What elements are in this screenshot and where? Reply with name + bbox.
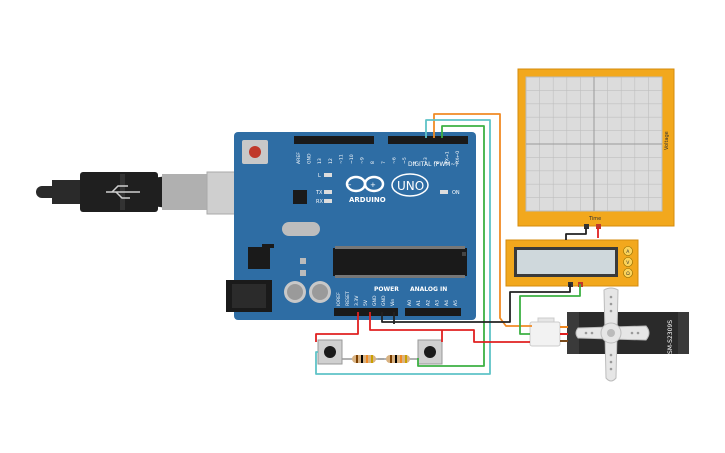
svg-text:Ω: Ω xyxy=(626,271,630,277)
servo-connector[interactable] xyxy=(529,321,561,347)
pin-label: TX→1 xyxy=(444,151,450,165)
pin-label: RESET xyxy=(345,291,351,306)
pin-label: 2 xyxy=(434,161,440,164)
scope-terminal[interactable] xyxy=(596,224,601,229)
usb-icon xyxy=(106,185,140,199)
pin-label: RX←0 xyxy=(455,151,461,164)
pin-label: A0 xyxy=(407,300,413,306)
pin-label: 8 xyxy=(370,161,376,164)
svg-text:V: V xyxy=(626,260,630,266)
power-label: POWER xyxy=(374,286,399,293)
wire-red[interactable] xyxy=(315,312,359,342)
pin-label: A2 xyxy=(425,300,431,306)
digital-label: DIGITAL (PWM~) xyxy=(408,161,458,168)
resistor-1[interactable] xyxy=(342,355,384,363)
wire-black[interactable] xyxy=(565,228,587,240)
pin-label: A5 xyxy=(453,300,459,306)
svg-text:A: A xyxy=(626,249,630,255)
mode-knob[interactable] xyxy=(623,257,633,267)
analog-header[interactable] xyxy=(405,308,461,316)
wire-green[interactable] xyxy=(519,284,581,335)
pin-label: AREF xyxy=(296,152,302,164)
pin-label: ~11 xyxy=(338,154,344,164)
pin-label: ~10 xyxy=(349,154,355,164)
wire-green[interactable] xyxy=(417,125,485,367)
pin-label: ~9 xyxy=(360,157,366,164)
analog-label: ANALOG IN xyxy=(410,286,447,293)
led-l-label: L xyxy=(318,173,321,179)
pin-label: 12 xyxy=(328,158,334,164)
resistor-2[interactable] xyxy=(378,355,418,363)
wire-black[interactable] xyxy=(381,284,571,323)
usb-chip xyxy=(293,190,307,204)
led-tx-label: TX xyxy=(315,190,323,196)
scope-x-label: Time xyxy=(588,216,601,222)
pin-label: ~5 xyxy=(402,157,408,164)
pin-label: 13 xyxy=(317,158,323,164)
crystal xyxy=(282,222,320,236)
pin-label: A4 xyxy=(444,300,450,306)
model-label: UNO xyxy=(397,179,424,193)
pin-label: 5V xyxy=(363,299,369,306)
pin-label: A1 xyxy=(416,300,422,306)
pin-label: 7 xyxy=(381,161,387,164)
microcontroller xyxy=(333,248,467,276)
pin-label: 4 xyxy=(413,161,419,164)
pin-label: ~3 xyxy=(423,157,429,164)
digital-header-left[interactable] xyxy=(294,136,374,144)
svg-text:+: + xyxy=(370,181,376,189)
wire-teal[interactable] xyxy=(315,119,491,375)
mode-knob[interactable] xyxy=(623,268,633,278)
pin-label: 3.3V xyxy=(354,295,360,306)
power-header[interactable] xyxy=(334,308,398,316)
scope-terminal[interactable] xyxy=(584,224,589,229)
brand-label: ARDUINO xyxy=(349,196,386,204)
voltage-regulator xyxy=(248,247,270,269)
servo-model-label: SM-S2309S xyxy=(667,320,674,354)
wire-orange[interactable] xyxy=(433,113,532,327)
wire-red[interactable] xyxy=(369,312,530,343)
arduino-logo-icon xyxy=(345,175,385,193)
pin-label: GND xyxy=(381,295,387,306)
digital-header-right[interactable] xyxy=(388,136,468,144)
oscilloscope[interactable]: Time Voltage xyxy=(517,68,675,229)
pin-label: GND xyxy=(307,153,313,164)
scope-y-label: Voltage xyxy=(664,131,670,150)
pin-label: ~6 xyxy=(391,157,397,164)
pin-label: Vin xyxy=(390,299,396,306)
mode-knob[interactable] xyxy=(623,246,633,256)
push-button-2[interactable] xyxy=(417,339,443,365)
arduino-board[interactable]: AREF GND 13 12 ~11 ~10 ~9 8 7 ~6 ~5 4 ~3 2 TX→1 RX←0 DI… xyxy=(226,132,476,320)
push-button-1[interactable] xyxy=(317,339,343,365)
pin-label: IOREF xyxy=(336,292,342,306)
led-rx-label: RX xyxy=(316,199,323,205)
pin-label: A3 xyxy=(435,300,441,306)
svg-text:−: − xyxy=(346,181,352,189)
on-label: ON xyxy=(452,190,460,196)
servo-motor[interactable]: SM-S2309S xyxy=(529,287,689,382)
pin-label: GND xyxy=(372,295,378,306)
multimeter[interactable]: A V Ω xyxy=(505,239,639,287)
